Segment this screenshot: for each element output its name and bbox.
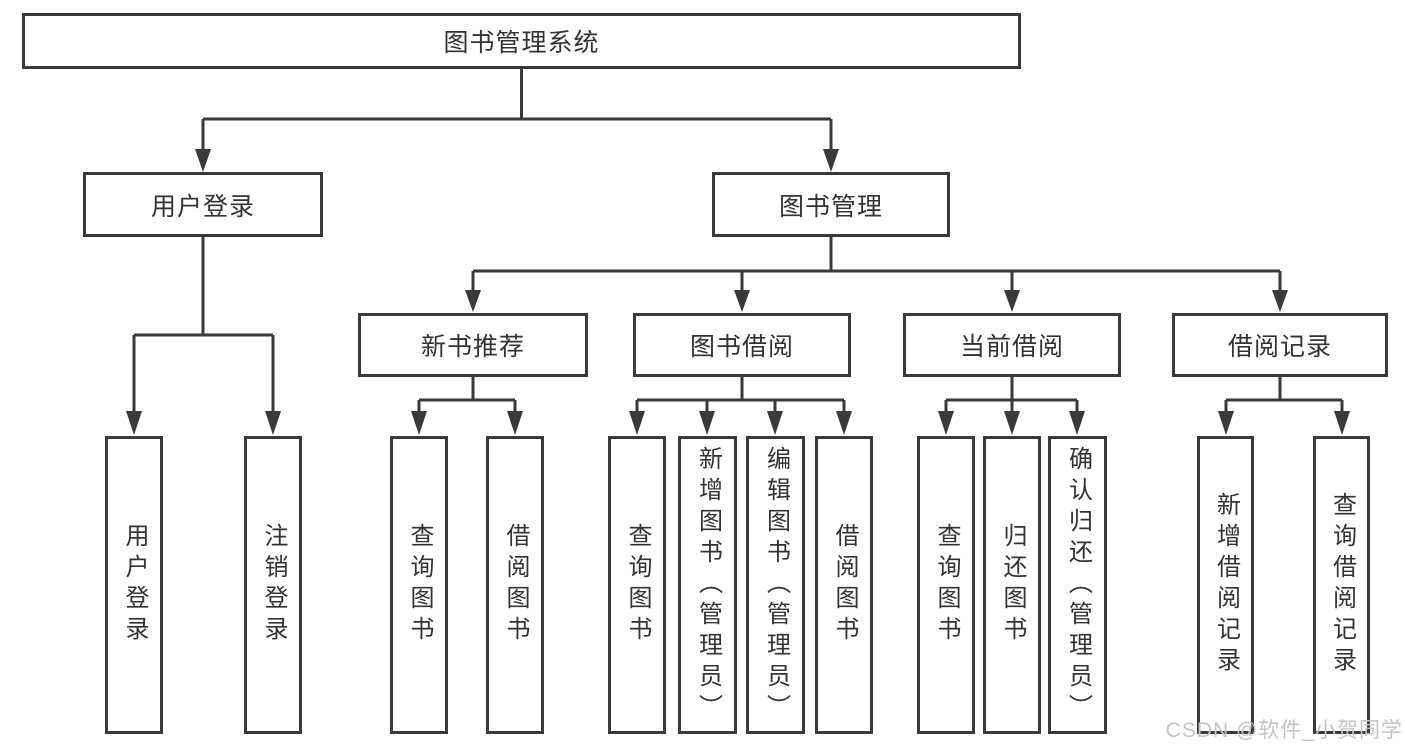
- csdn-watermark: CSDN @软件_小贺同学: [1165, 719, 1403, 742]
- leaf-borrow-books-label: 借阅图书: [831, 523, 858, 647]
- node-new-book-recommend: 新书推荐: [358, 313, 588, 377]
- connector-root-to-level2: [195, 69, 839, 172]
- leaf-add-books-admin: 新增图书（管理员）: [678, 436, 737, 734]
- leaf-return-books-label: 归还图书: [999, 523, 1026, 647]
- leaf-recommend-query-books: 查询图书: [390, 436, 448, 734]
- node-library-management-system: 图书管理系统: [22, 13, 1021, 69]
- node-book-borrow: 图书借阅: [633, 313, 851, 377]
- node-book-management: 图书管理: [712, 172, 950, 237]
- leaf-user-login-label: 用户登录: [121, 523, 148, 647]
- leaf-borrow-query-books-label: 查询图书: [624, 523, 651, 647]
- leaf-borrow-books: 借阅图书: [815, 436, 873, 734]
- node-user-login: 用户登录: [83, 172, 323, 237]
- connector-book-borrow-to-leaves: [629, 377, 852, 435]
- leaf-borrow-query-books: 查询图书: [608, 436, 666, 734]
- leaf-query-borrow-record-label: 查询借阅记录: [1328, 492, 1356, 678]
- node-current-borrow: 当前借阅: [903, 313, 1121, 377]
- leaf-recommend-borrow-books-label: 借阅图书: [502, 523, 529, 647]
- connector-current-borrow-to-leaves: [938, 377, 1085, 435]
- leaf-edit-books-admin-label: 编辑图书（管理员）: [762, 445, 790, 725]
- leaf-query-borrow-record: 查询借阅记录: [1313, 436, 1370, 734]
- leaf-current-query-books: 查询图书: [917, 436, 975, 734]
- connector-user-login-to-leaves: [126, 237, 281, 435]
- leaf-confirm-return-admin: 确认归还（管理员）: [1048, 436, 1107, 734]
- leaf-user-login: 用户登录: [105, 436, 163, 734]
- leaf-return-books: 归还图书: [983, 436, 1041, 734]
- leaf-current-query-books-label: 查询图书: [933, 523, 960, 647]
- leaf-add-borrow-record: 新增借阅记录: [1197, 436, 1254, 734]
- leaf-recommend-borrow-books: 借阅图书: [486, 436, 544, 734]
- leaf-logout: 注销登录: [244, 436, 302, 734]
- leaf-logout-label: 注销登录: [260, 523, 287, 647]
- leaf-add-borrow-record-label: 新增借阅记录: [1212, 492, 1240, 678]
- connector-book-management-to-level3: [465, 237, 1288, 312]
- leaf-confirm-return-admin-label: 确认归还（管理员）: [1064, 445, 1092, 725]
- connector-borrow-records-to-leaves: [1218, 377, 1350, 435]
- connector-new-book-recommend-to-leaves: [411, 377, 523, 435]
- node-borrow-records: 借阅记录: [1172, 313, 1388, 377]
- leaf-recommend-query-books-label: 查询图书: [406, 523, 433, 647]
- leaf-edit-books-admin: 编辑图书（管理员）: [746, 436, 805, 734]
- leaf-add-books-admin-label: 新增图书（管理员）: [694, 445, 722, 725]
